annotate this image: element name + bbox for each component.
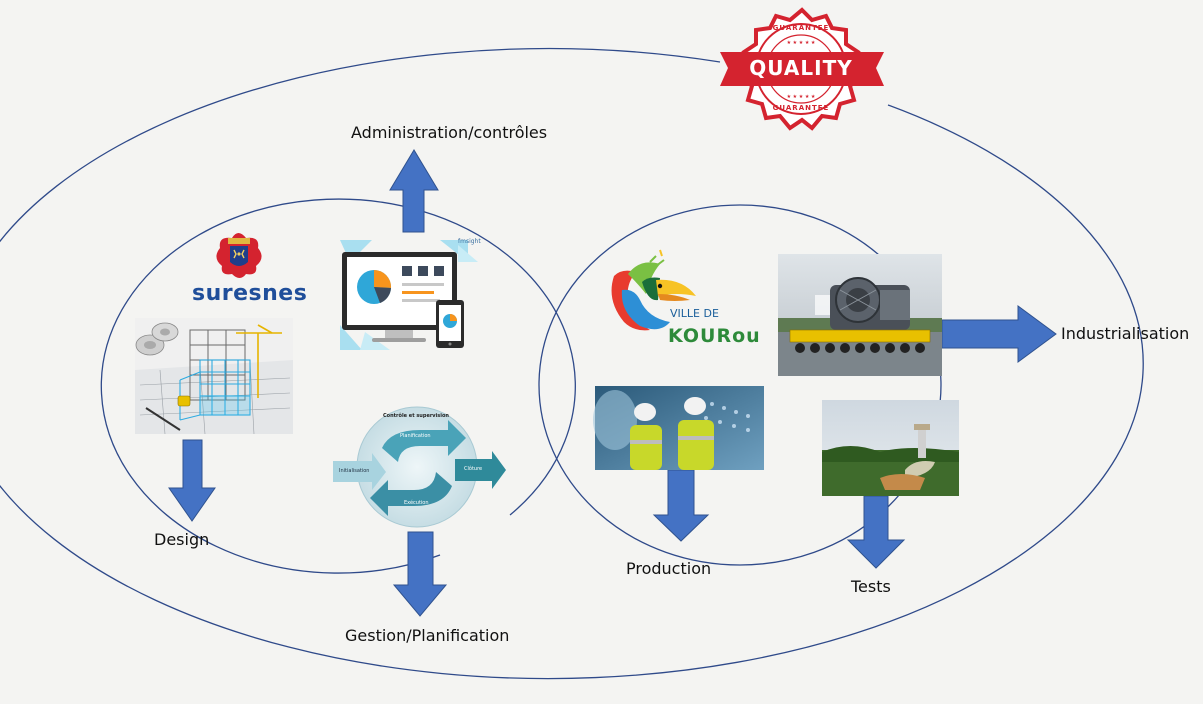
machine-transport-image [778, 254, 942, 376]
kourou-logo-line2: KOURou [668, 325, 761, 347]
stamp-bottom-text: GUARANTEE [772, 104, 830, 112]
suresnes-crest-icon [216, 233, 262, 278]
cycle-cloture-label: Clôture [464, 466, 483, 472]
svg-text:★ ★ ★ ★ ★: ★ ★ ★ ★ ★ [787, 94, 816, 100]
arrow-down-gestion [392, 531, 448, 617]
label-production: Production [626, 559, 712, 578]
quality-guarantee-stamp-icon: ★ ★ ★ ★ ★ ★ ★ ★ ★ ★ [720, 7, 884, 131]
arrow-down-production [652, 469, 710, 542]
arrow-down-design [168, 439, 216, 522]
fmsight-logo-text: fmsight [458, 238, 481, 245]
right-inner-ellipse [538, 204, 942, 566]
project-cycle-image [333, 406, 506, 528]
kourou-logo-line1: VILLE DE [670, 307, 719, 320]
arrow-right-industrialisation [941, 305, 1057, 363]
construction-blueprint-image [135, 318, 293, 435]
label-design: Design [154, 530, 210, 549]
launch-test-image [822, 400, 959, 496]
cycle-execution-label: Exécution [404, 500, 429, 506]
label-gestion: Gestion/Planification [345, 626, 510, 645]
cycle-planification-label: Planification [400, 433, 431, 439]
label-tests: Tests [851, 577, 891, 596]
kourou-toucan-icon [611, 249, 696, 331]
stamp-middle-text: QUALITY [749, 56, 853, 80]
dashboard-monitor-image [340, 240, 478, 350]
arrow-up-administration [389, 149, 439, 233]
cycle-controle-label: Contrôle et supervision [383, 413, 449, 419]
cycle-initialisation-label: Initialisation [339, 468, 370, 474]
production-workers-image [593, 386, 764, 470]
left-inner-ellipse [100, 198, 576, 574]
outer-ellipse [0, 47, 1144, 680]
suresnes-logo-text: suresnes [192, 281, 308, 306]
label-industrialisation: Industrialisation [1061, 324, 1190, 343]
stamp-top-text: GUARANTEE [772, 24, 830, 32]
arrow-down-tests [846, 495, 906, 569]
label-administration: Administration/contrôles [351, 123, 548, 142]
svg-text:★ ★ ★ ★ ★: ★ ★ ★ ★ ★ [787, 40, 816, 46]
